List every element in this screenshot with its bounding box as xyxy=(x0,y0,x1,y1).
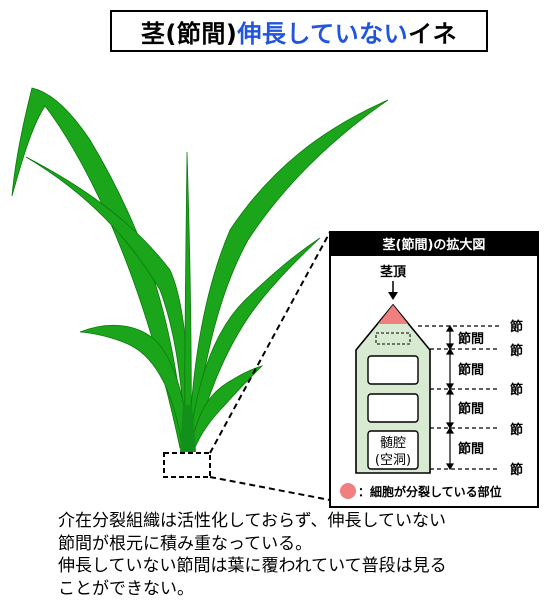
node-label-4: 節 xyxy=(510,422,523,438)
pith-label-line2: (空洞) xyxy=(375,453,411,468)
explanation-text: 介在分裂組織は活性化しておらず、伸長していない 節間が根元に積み重なっている。 … xyxy=(58,510,538,600)
caption-line-3: 伸長していない節間は葉に覆われていて普段は見る xyxy=(58,556,447,576)
apex-arrow-head xyxy=(388,292,398,300)
internode-cell-2 xyxy=(367,393,419,423)
node-label-5: 節 xyxy=(510,462,523,478)
title-part-rice: イネ xyxy=(408,19,458,48)
leaf-left-long xyxy=(25,156,191,449)
node-label-2: 節 xyxy=(510,343,523,359)
title-part-not-elongated: 伸長していない xyxy=(237,19,409,48)
internode-label-2: 節間 xyxy=(458,362,484,378)
leaf-upper-right xyxy=(187,99,389,451)
leaf-upper-center xyxy=(184,151,192,451)
internode-label-3: 節間 xyxy=(458,401,484,417)
enlarged-view-title: 茎(節間)の拡大図 xyxy=(383,237,486,253)
leaf-lower-left xyxy=(79,324,190,451)
internode-cell-1 xyxy=(367,355,419,385)
leaf-lower-right xyxy=(189,365,264,451)
enlarged-view-header xyxy=(330,232,538,256)
dividing-cells-legend-text: ：細胞が分裂している部位 xyxy=(358,484,502,499)
page-title: 茎(節間)伸長していないイネ xyxy=(110,10,488,52)
shoot-apex xyxy=(378,305,408,324)
caption-line-2: 節間が根元に積み重なっている。 xyxy=(58,533,313,554)
node-label-3: 節 xyxy=(510,382,523,398)
zoom-line-bottom xyxy=(209,476,331,501)
apex-label: 茎頂 xyxy=(380,264,407,280)
enlarged-view-panel: 茎(節間)の拡大図 茎頂 髄腔 (空洞) xyxy=(329,231,539,508)
base-zoom-box xyxy=(163,452,211,478)
rice-plant xyxy=(11,87,389,452)
stem-base xyxy=(180,405,196,452)
internode-label-1: 節間 xyxy=(458,331,484,347)
pith-cavity xyxy=(367,430,419,470)
node-label-1: 節 xyxy=(510,319,523,335)
meristem-zone xyxy=(375,332,411,345)
pith-label-line1: 髄腔 xyxy=(380,436,406,451)
zoom-line-top xyxy=(209,231,331,454)
caption-line-1: 介在分裂組織は活性化しておらず、伸長していない xyxy=(58,511,446,531)
dividing-cells-legend-swatch xyxy=(340,483,356,499)
caption-line-4: ことができない。 xyxy=(58,578,194,599)
internode-label-4: 節間 xyxy=(458,441,484,457)
title-part-stem: 茎(節間) xyxy=(140,19,238,48)
leaf-right-mid xyxy=(188,237,321,451)
